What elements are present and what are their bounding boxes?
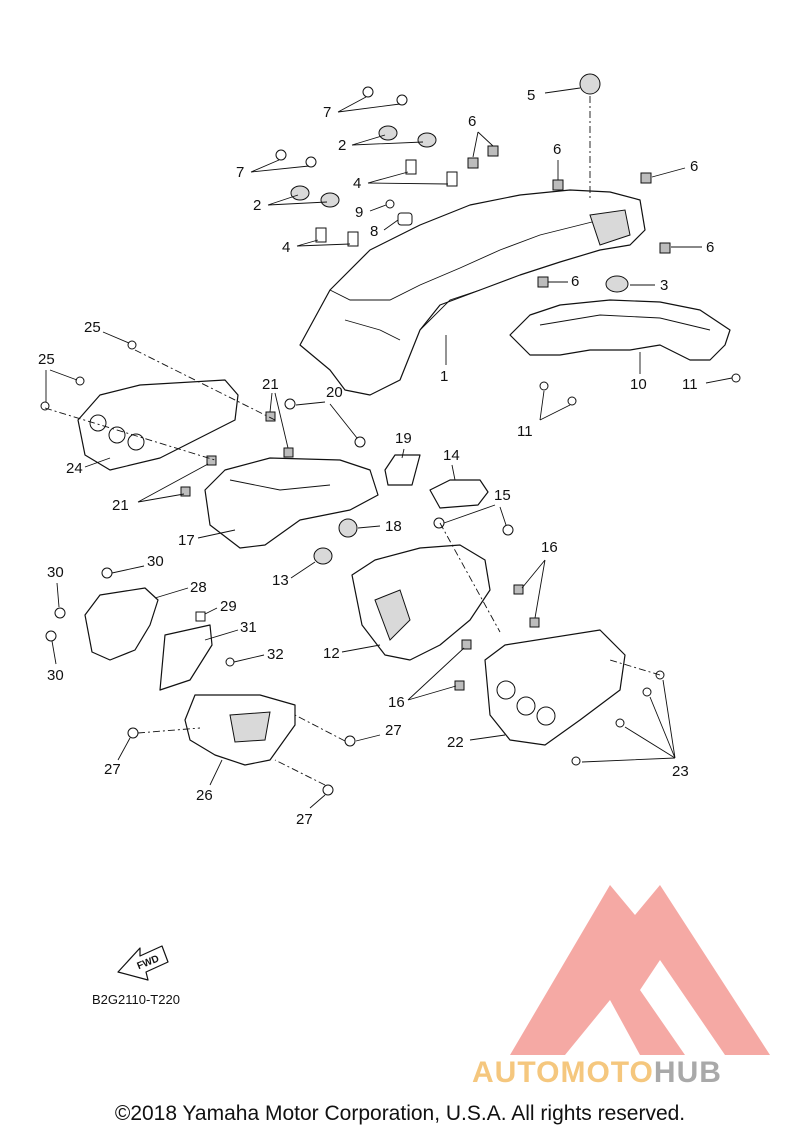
callout-5: 5 [527,87,535,104]
plate-part-31 [159,624,213,691]
callout-6: 6 [468,113,476,130]
callout-16: 16 [388,694,405,711]
callout-23: 23 [672,763,689,780]
callout-14: 14 [443,447,460,464]
watermark-text: AUTOMOTOHUB [472,1056,722,1090]
callout-18: 18 [385,518,402,535]
callout-11: 11 [682,376,698,393]
bracket-part-10 [509,299,731,361]
bracket-part-28 [84,587,159,661]
callout-2: 2 [253,197,261,214]
callout-6: 6 [553,141,561,158]
lower-fasteners [45,567,356,796]
diagram-code: B2G2110-T220 [92,992,180,1007]
callout-26: 26 [196,787,213,804]
pads-part-19-14 [384,454,489,509]
callout-25: 25 [38,351,55,368]
callout-17: 17 [178,532,195,549]
callout-32: 32 [267,646,284,663]
center-fasteners [313,517,665,766]
forward-arrow-icon: FWD [117,945,169,981]
callout-2: 2 [338,137,346,154]
callout-15: 15 [494,487,511,504]
callout-30: 30 [47,667,64,684]
callout-6: 6 [690,158,698,175]
watermark-text-part1: AUTOMOTO [472,1056,654,1089]
callout-11: 11 [517,423,533,440]
callout-21: 21 [262,376,279,393]
callout-16: 16 [541,539,558,556]
callout-9: 9 [355,204,363,221]
callout-10: 10 [630,376,647,393]
callout-13: 13 [272,572,289,589]
callout-24: 24 [66,460,83,477]
callout-7: 7 [323,104,331,121]
watermark-logo-icon [510,885,770,1055]
callout-21: 21 [112,497,129,514]
callout-29: 29 [220,598,237,615]
callout-31: 31 [240,619,257,636]
callout-30: 30 [47,564,64,581]
callout-22: 22 [447,734,464,751]
callout-labels: 1 2 2 3 4 4 5 6 6 6 6 6 7 7 8 [38,87,733,828]
cover-part-22 [484,629,626,746]
watermark-text-part2: HUB [653,1056,722,1089]
cover-part-12 [351,544,491,661]
callout-6: 6 [706,239,714,256]
callout-4: 4 [353,175,361,192]
upper-fasteners [275,73,741,406]
callout-4: 4 [282,239,290,256]
callout-12: 12 [323,645,340,662]
callout-27: 27 [296,811,313,828]
cover-part-26 [184,694,296,766]
left-fasteners [40,340,366,538]
side-cover-part-24 [77,379,239,471]
callout-6: 6 [571,273,579,290]
rear-fender-part-1 [299,189,646,396]
callout-27: 27 [385,722,402,739]
callout-7: 7 [236,164,244,181]
callout-28: 28 [190,579,207,596]
callout-20: 20 [326,384,343,401]
callout-25: 25 [84,319,101,336]
callout-19: 19 [395,430,412,447]
callout-30: 30 [147,553,164,570]
copyright-notice: ©2018 Yamaha Motor Corporation, U.S.A. A… [114,1102,686,1125]
callout-1: 1 [440,368,448,385]
callout-3: 3 [660,277,668,294]
cover-part-17 [204,457,379,549]
callout-27: 27 [104,761,121,778]
callout-8: 8 [370,223,378,240]
